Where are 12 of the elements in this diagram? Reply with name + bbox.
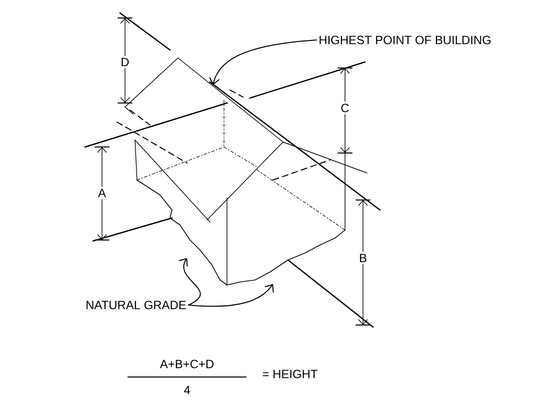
formula-text: 4: [182, 384, 192, 396]
formula-text: A+B+C+D: [158, 358, 216, 370]
callout-text: NATURAL GRADE: [86, 300, 186, 310]
formula-text: = HEIGHT: [260, 368, 320, 380]
dimension-letter: B: [357, 252, 369, 264]
leader-line: [178, 258, 201, 306]
dimension-letter: C: [338, 102, 352, 114]
dimension-letter: A: [96, 186, 108, 200]
leader-line: [188, 284, 274, 307]
dimension-letter: D: [118, 56, 132, 68]
leader-line: [209, 40, 317, 85]
callout-text: HIGHEST POINT OF BUILDING: [320, 36, 490, 44]
